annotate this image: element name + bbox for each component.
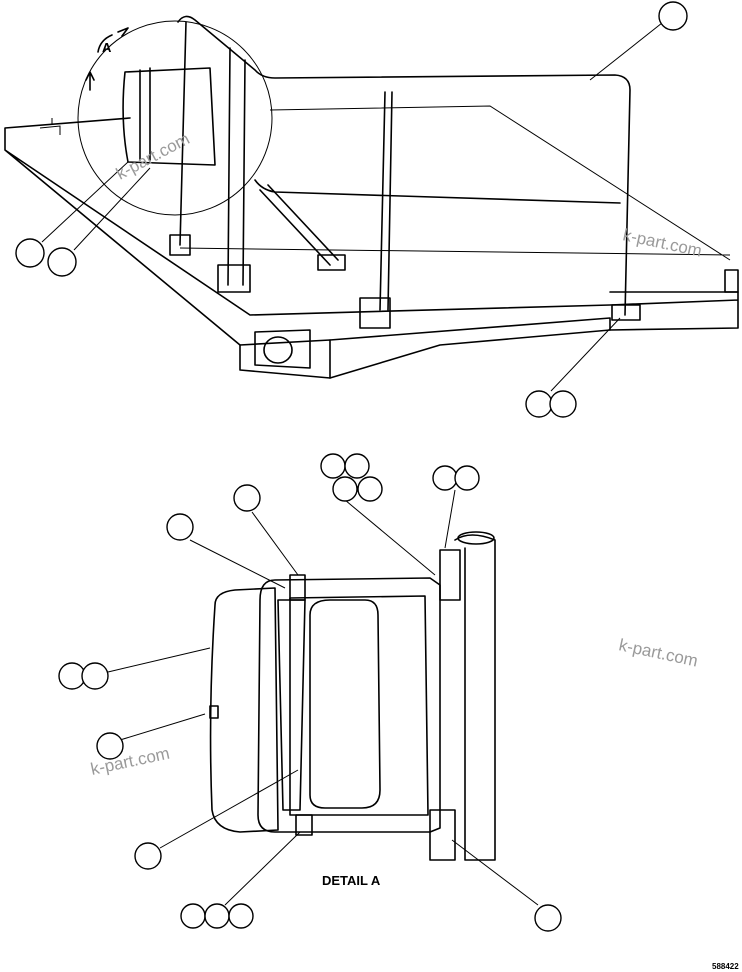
callout-balloon — [166, 513, 194, 541]
callout-balloon — [344, 453, 370, 479]
leader-lines — [41, 22, 663, 906]
platform-assembly: A — [4, 15, 739, 379]
watermark: k-part.com — [621, 225, 703, 260]
callout-balloon — [320, 453, 346, 479]
detail-label: DETAIL A — [322, 873, 381, 888]
callout-balloon — [549, 390, 577, 418]
callout-balloon — [134, 842, 162, 870]
callout-balloon — [81, 662, 109, 690]
callout-balloon — [15, 238, 45, 268]
callout-balloon — [204, 903, 230, 929]
callout-balloon — [432, 465, 458, 491]
callout-balloon — [47, 247, 77, 277]
callout-balloon — [658, 1, 688, 31]
callout-balloon — [233, 484, 261, 512]
callout-balloon — [525, 390, 553, 418]
view-label: A — [102, 40, 112, 55]
callout-balloon — [357, 476, 383, 502]
callout-balloon — [332, 476, 358, 502]
drawing-number: 588422 — [712, 962, 739, 971]
callout-balloon — [180, 903, 206, 929]
callout-balloon — [228, 903, 254, 929]
detail-a-mirror: DETAIL A — [209, 531, 496, 888]
callout-balloon — [534, 904, 562, 932]
callout-balloons — [15, 1, 688, 932]
callout-balloon — [96, 732, 124, 760]
callout-balloon — [58, 662, 86, 690]
watermark: k-part.com — [617, 635, 699, 670]
callout-balloon — [454, 465, 480, 491]
